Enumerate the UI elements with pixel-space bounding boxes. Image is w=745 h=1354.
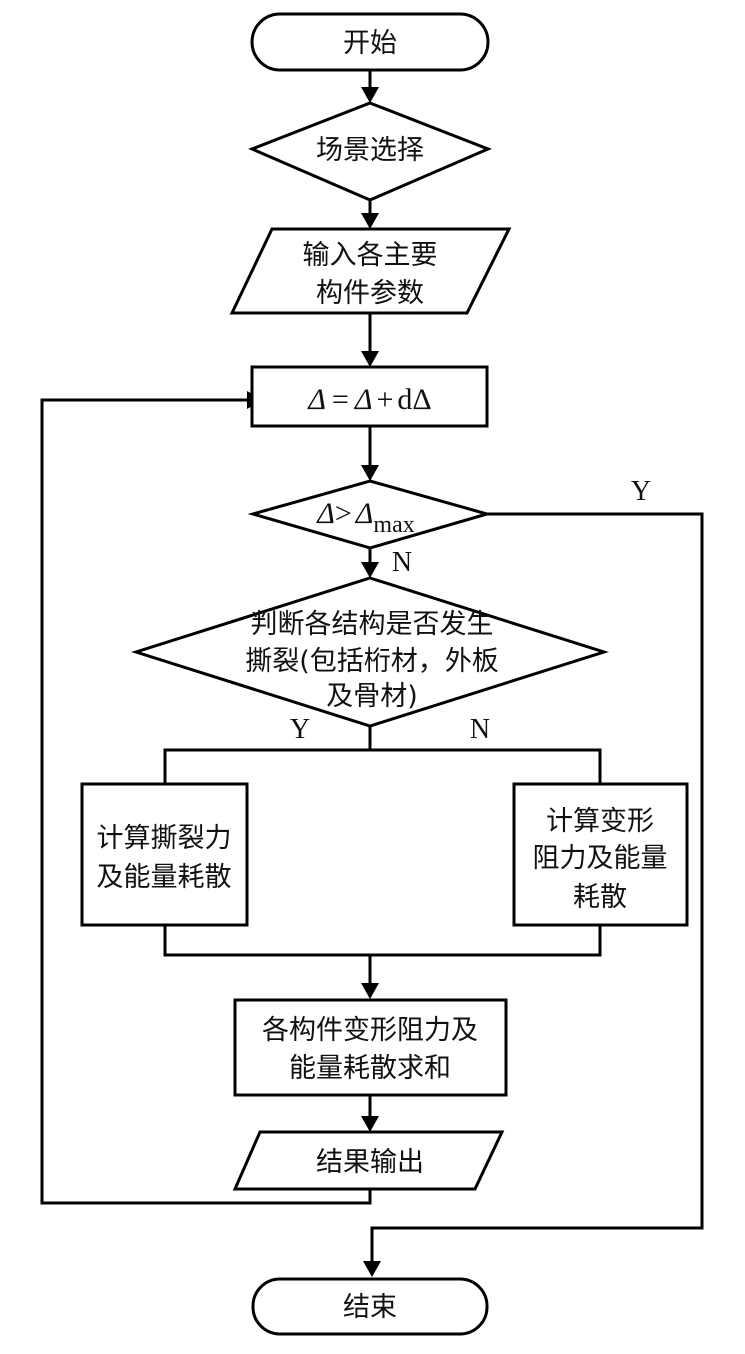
node-calc-deform: 计算变形 阻力及能量 耗散 bbox=[512, 782, 689, 927]
edge-label-max-yes: Y bbox=[631, 476, 651, 507]
node-check-tear-line-1: 判断各结构是否发生 bbox=[251, 609, 494, 640]
edge-label-tear-no: N bbox=[470, 714, 490, 745]
node-check-max: Δ>Δmax bbox=[247, 479, 493, 550]
node-output: 结果输出 bbox=[232, 1130, 505, 1191]
node-calc-deform-line-2: 阻力及能量 bbox=[533, 843, 668, 874]
node-calc-deform-line-3: 耗散 bbox=[573, 882, 627, 913]
node-input-params-line-2: 构件参数 bbox=[316, 278, 424, 309]
node-sum-line-2: 能量耗散求和 bbox=[289, 1053, 451, 1084]
arrow-head bbox=[363, 1261, 381, 1277]
edge-checkmax-end bbox=[370, 512, 704, 1262]
edge-loop-back bbox=[40, 398, 372, 1205]
terminator-shape bbox=[251, 1277, 489, 1336]
process-shape bbox=[80, 782, 249, 927]
formula-lhs: Δ bbox=[307, 383, 326, 416]
node-end-label: 结束 bbox=[343, 1292, 397, 1323]
arrow-head bbox=[361, 1116, 379, 1132]
process-shape bbox=[250, 365, 489, 428]
node-check-max-formula: Δ>Δmax bbox=[316, 497, 414, 538]
process-shape bbox=[512, 782, 689, 927]
node-check-tear-line-3: 及骨材) bbox=[326, 681, 418, 712]
arrow-head bbox=[361, 213, 379, 229]
edge-label-max-no: N bbox=[392, 547, 412, 578]
edge-merge bbox=[163, 925, 602, 957]
process-shape bbox=[233, 998, 508, 1097]
node-calc-tear-line-1: 计算撕裂力 bbox=[97, 823, 232, 854]
formula-rhs2: dΔ bbox=[397, 383, 431, 416]
node-calc-deform-line-1: 计算变形 bbox=[546, 806, 654, 837]
node-sum: 各构件变形阻力及 能量耗散求和 bbox=[233, 998, 508, 1097]
node-end: 结束 bbox=[251, 1277, 489, 1336]
node-check-tear: 判断各结构是否发生 撕裂(包括桁材，外板 及骨材) bbox=[131, 576, 609, 728]
node-input-params-line-1: 输入各主要 bbox=[303, 240, 438, 271]
node-scene-select: 场景选择 bbox=[248, 101, 492, 202]
formula-plus: + bbox=[376, 383, 393, 416]
node-increment-formula: Δ=Δ+dΔ bbox=[307, 383, 431, 416]
decision-shape bbox=[247, 479, 493, 550]
formula-rhs1: Δ bbox=[354, 383, 373, 416]
condition-lhs: Δ bbox=[316, 497, 335, 530]
node-calc-tear: 计算撕裂力 及能量耗散 bbox=[80, 782, 249, 927]
io-shape bbox=[229, 227, 512, 315]
decision-shape bbox=[131, 576, 609, 728]
node-check-tear-line-2: 撕裂(包括桁材，外板 bbox=[245, 646, 499, 677]
arrow-head bbox=[361, 562, 379, 578]
arrow-head bbox=[361, 351, 379, 367]
node-start: 开始 bbox=[250, 12, 490, 72]
condition-rhs: Δ bbox=[355, 497, 374, 530]
terminator-shape bbox=[250, 12, 490, 72]
node-calc-tear-line-2: 及能量耗散 bbox=[97, 862, 232, 893]
decision-shape bbox=[248, 101, 492, 202]
arrow-head bbox=[361, 983, 379, 999]
arrow-head bbox=[361, 87, 379, 103]
edge-label-tear-yes: Y bbox=[290, 714, 310, 745]
arrow-head bbox=[361, 465, 379, 481]
node-output-label: 结果输出 bbox=[316, 1147, 424, 1178]
node-start-label: 开始 bbox=[343, 28, 397, 59]
node-input-params: 输入各主要 构件参数 bbox=[229, 227, 512, 315]
condition-subscript: max bbox=[373, 512, 414, 538]
node-increment: Δ=Δ+dΔ bbox=[250, 365, 489, 428]
edge-checktear-branches bbox=[163, 748, 602, 787]
node-scene-select-label: 场景选择 bbox=[316, 135, 424, 166]
io-shape bbox=[232, 1130, 505, 1191]
formula-equals: = bbox=[332, 383, 349, 416]
node-sum-line-1: 各构件变形阻力及 bbox=[262, 1015, 478, 1046]
condition-op: > bbox=[335, 497, 352, 530]
